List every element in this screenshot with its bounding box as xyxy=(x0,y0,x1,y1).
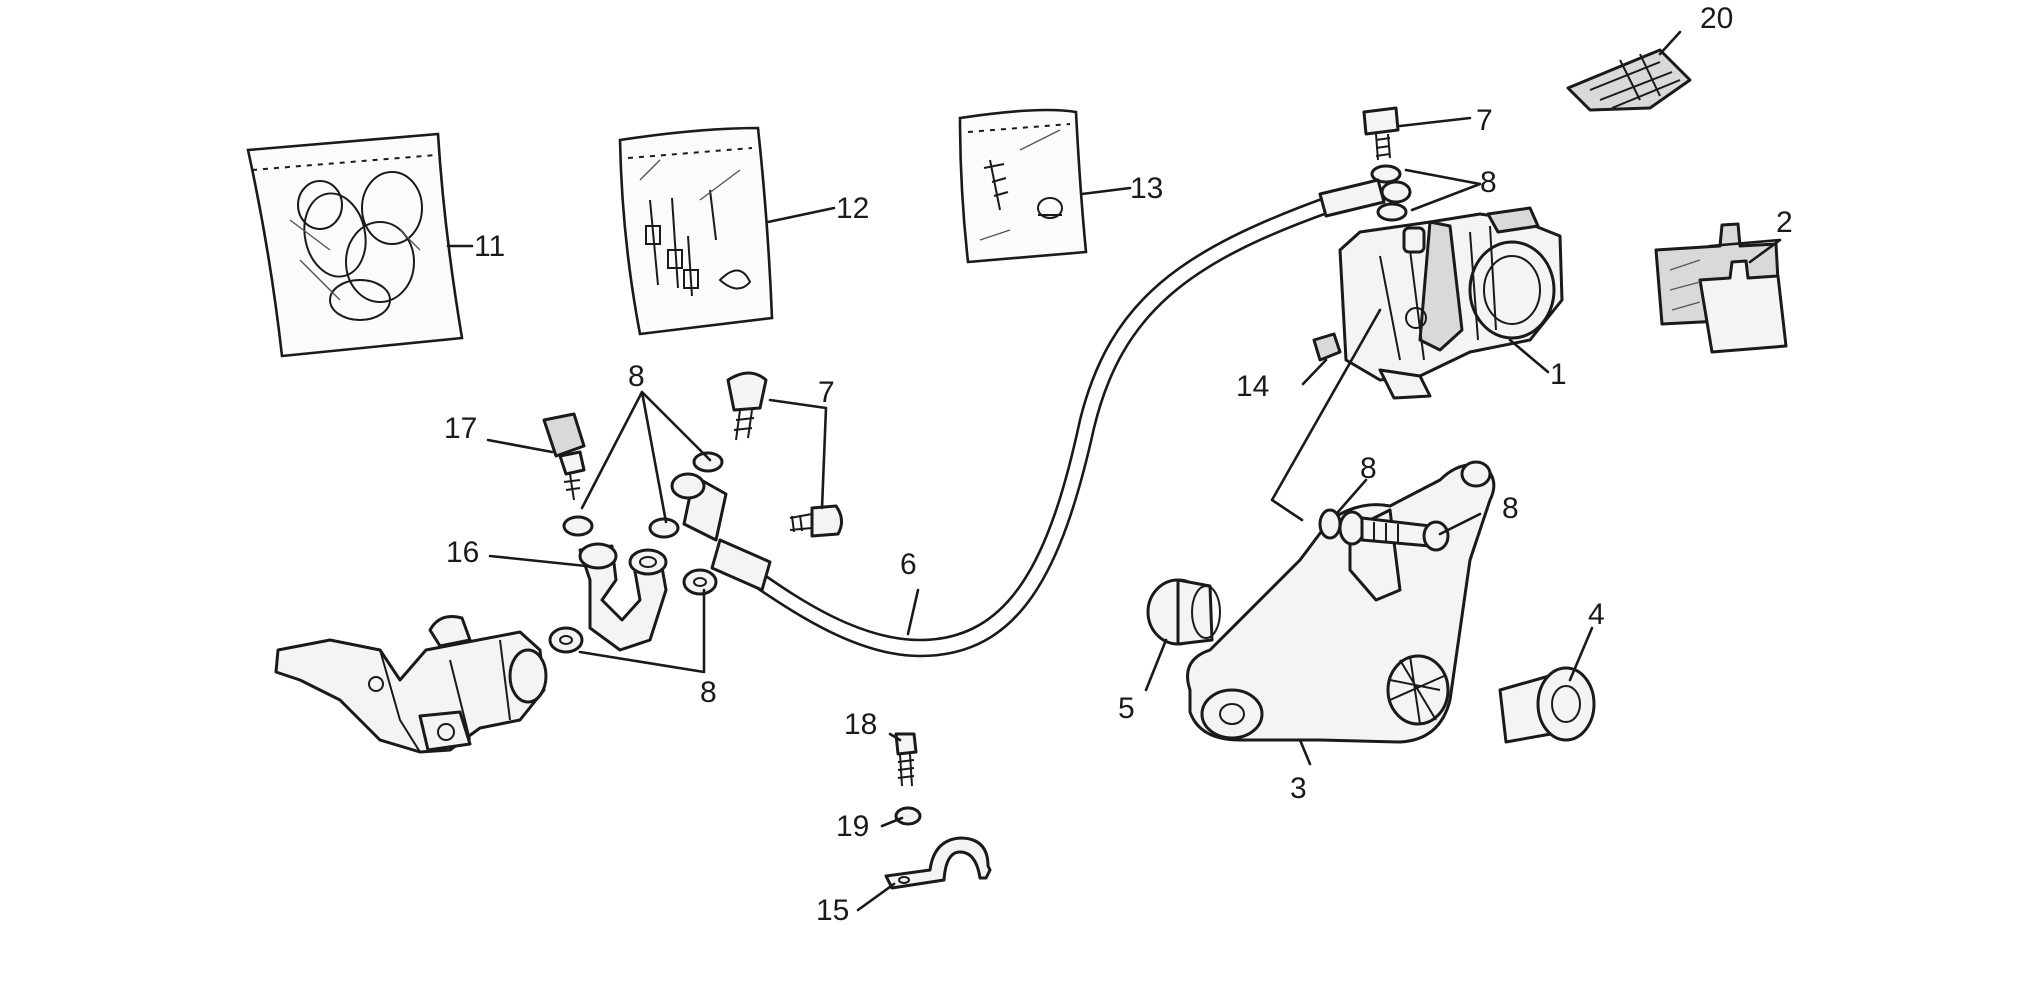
callout-20: 20 xyxy=(1700,2,1733,35)
callout-3: 3 xyxy=(1290,772,1307,805)
callout-13: 13 xyxy=(1130,172,1163,205)
hose-clamp-screw xyxy=(894,732,918,787)
callout-7-upper: 7 xyxy=(1476,104,1493,137)
callout-labels: 20 2 1 7 8 14 8 8 4 5 3 6 7 8 8 17 16 11… xyxy=(444,2,1793,927)
callout-10: 8 xyxy=(1360,452,1377,485)
washer-left-b xyxy=(682,568,718,596)
banjo-bolt-right xyxy=(789,504,843,538)
bush-left xyxy=(1146,578,1221,646)
callout-4: 4 xyxy=(1588,598,1605,631)
callout-16: 16 xyxy=(446,536,479,569)
banjo-bolt-lower xyxy=(726,371,768,441)
callout-1: 1 xyxy=(1550,358,1567,391)
callout-18: 18 xyxy=(844,708,877,741)
bracket-washer xyxy=(1318,508,1342,540)
callout-2: 2 xyxy=(1776,206,1793,239)
bush-right xyxy=(1498,666,1596,744)
hose-clamp xyxy=(884,836,992,890)
brake-hose xyxy=(670,178,1412,658)
brake-pads xyxy=(1654,222,1788,354)
leader-lines xyxy=(446,30,1782,912)
callout-12: 12 xyxy=(836,192,869,225)
brake-caliper xyxy=(1338,206,1564,400)
callout-7-lower: 7 xyxy=(818,376,835,409)
bleed-nipple xyxy=(1312,332,1342,362)
callout-8-mid: 8 xyxy=(628,360,645,393)
master-cylinder xyxy=(274,615,548,754)
callout-8-lower: 8 xyxy=(700,676,717,709)
washer-mid-b xyxy=(648,517,680,539)
banjo-bolt-upper xyxy=(1362,106,1400,161)
clamp-washer xyxy=(894,806,922,826)
washer-upper-a xyxy=(1370,164,1402,184)
stop-light-switch xyxy=(542,412,586,501)
callout-6: 6 xyxy=(900,548,917,581)
union-fitting xyxy=(578,542,668,652)
washer-mid-a xyxy=(692,451,724,473)
washer-left-c xyxy=(548,626,584,654)
callout-9: 8 xyxy=(1502,492,1519,525)
seal-kit-bag xyxy=(246,132,464,358)
callout-19: 19 xyxy=(836,810,869,843)
pad-spring xyxy=(1566,48,1692,112)
caliper-bracket xyxy=(1186,460,1496,744)
callout-15: 15 xyxy=(816,894,849,927)
callout-14: 14 xyxy=(1236,370,1269,403)
callout-11: 11 xyxy=(474,230,505,263)
screw-kit-bag xyxy=(958,108,1088,264)
washer-left-a xyxy=(562,515,594,537)
bleeder-kit-bag xyxy=(618,126,774,336)
callout-17: 17 xyxy=(444,412,477,445)
bracket-bolt xyxy=(1338,510,1450,552)
washer-upper-b xyxy=(1376,202,1408,222)
callout-8-upper: 8 xyxy=(1480,166,1497,199)
callout-5: 5 xyxy=(1118,692,1135,725)
